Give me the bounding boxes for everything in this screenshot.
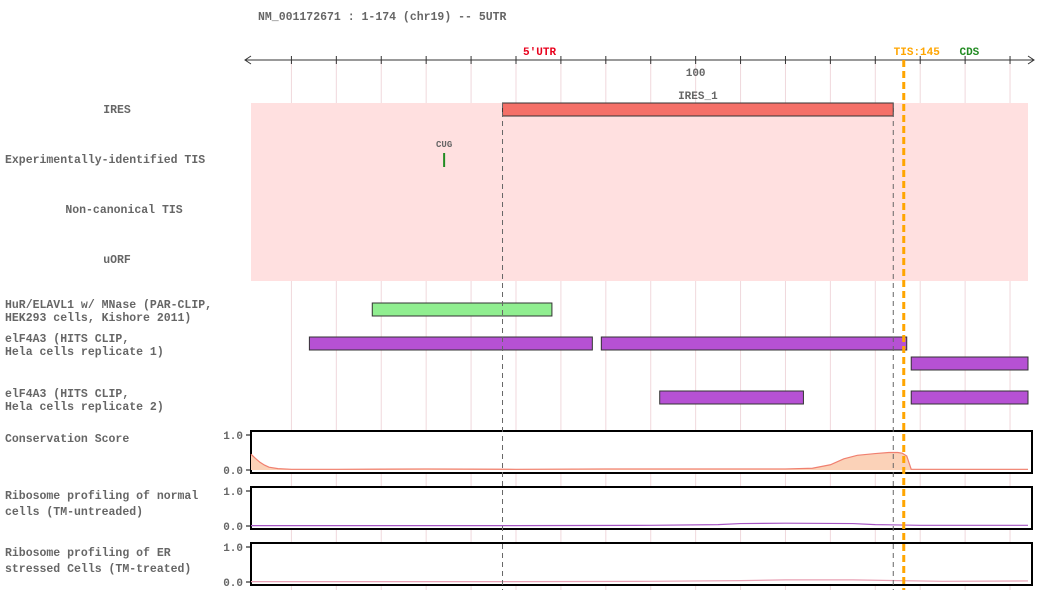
hur-track — [371, 302, 553, 317]
track-label-eif4a3-rep1-line2: Hela cells replicate 1) — [5, 346, 164, 359]
eif4a3-rep1-segment — [910, 356, 1029, 371]
track-label-ribo-untreated-line1: Ribosome profiling of normal — [5, 490, 198, 503]
ribo-treated-line — [251, 579, 1029, 583]
y-tick-label: 1.0 — [223, 543, 243, 555]
chart-frame — [250, 542, 1033, 586]
conservation-line — [250, 451, 1028, 470]
conservation-area — [251, 452, 1028, 470]
track-label-uorf: uORF — [103, 254, 131, 267]
eif4a3-rep2-segment — [659, 390, 804, 405]
ires-track: IRES_1 — [502, 91, 894, 117]
ires-feature-label: IRES_1 — [678, 91, 718, 103]
track-label-ribo-treated-line1: Ribosome profiling of ER — [5, 547, 171, 560]
eif4a3-rep1-track — [308, 336, 1029, 371]
tis-marker-label: CUG — [436, 140, 452, 150]
eif4a3-rep1-segment — [600, 336, 908, 351]
ruler: 100 5'UTR TIS:145 CDS — [244, 47, 1035, 80]
track-label-eif4a3-rep2-line1: elF4A3 (HITS CLIP, — [5, 388, 129, 401]
region-label-5utr: 5'UTR — [523, 47, 556, 59]
ruler-arrow-left — [244, 55, 252, 65]
transcript-title: NM_001172671 : 1-174 (chr19) -- 5UTR — [258, 11, 507, 24]
track-label-ribo-treated-line2: stressed Cells (TM-treated) — [5, 563, 191, 576]
track-label-ribo-untreated-line2: cells (TM-untreaded) — [5, 506, 143, 519]
y-tick-label: 1.0 — [223, 487, 243, 499]
eif4a3-rep1-segment — [308, 336, 593, 351]
y-tick-label: 1.0 — [223, 431, 243, 443]
ruler-ticks — [290, 56, 1011, 64]
eif4a3-rep2-segment — [910, 390, 1029, 405]
eif4a3-rep2-track — [659, 390, 1029, 405]
ires-region-band — [251, 103, 1028, 281]
y-tick-label: 0.0 — [223, 522, 243, 534]
hur-segment — [371, 302, 553, 317]
ires-boundary-guides — [502, 103, 894, 590]
ruler-tick-label: 100 — [686, 68, 706, 80]
track-label-eif4a3-rep2-line2: Hela cells replicate 2) — [5, 401, 164, 414]
track-label-noncanonical-tis: Non-canonical TIS — [65, 204, 182, 217]
region-label-tis: TIS:145 — [894, 47, 941, 59]
track-label-ires: IRES — [103, 104, 131, 117]
ires-bar — [502, 102, 894, 117]
y-tick-label: 0.0 — [223, 578, 243, 590]
chart-frame — [250, 430, 1033, 474]
y-tick-label: 0.0 — [223, 466, 243, 478]
chart-frame — [250, 486, 1033, 530]
track-label-eif4a3-rep1-line1: elF4A3 (HITS CLIP, — [5, 333, 129, 346]
track-label-tis: Experimentally-identified TIS — [5, 154, 205, 167]
tis-track: CUG — [436, 140, 452, 167]
track-label-conservation: Conservation Score — [5, 433, 129, 446]
signal-charts: 1.0 0.0 1.0 0.0 1.0 0.0 — [223, 430, 1033, 590]
region-label-cds: CDS — [959, 47, 979, 59]
track-label-hur-line1: HuR/ELAVL1 w/ MNase (PAR-CLIP, — [5, 299, 212, 312]
ribo-untreated-line — [251, 522, 1028, 527]
track-label-hur-line2: HEK293 cells, Kishore 2011) — [5, 312, 191, 325]
ruler-arrow-right — [1027, 55, 1035, 65]
